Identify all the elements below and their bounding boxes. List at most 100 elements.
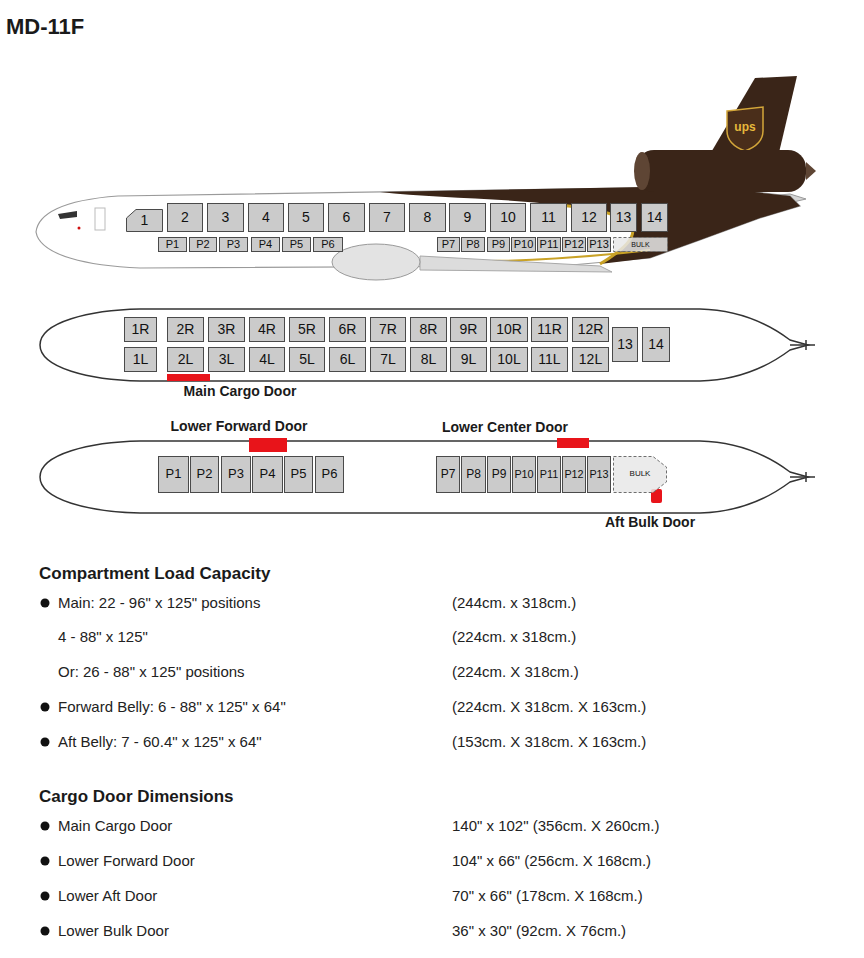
position-label: 2L	[178, 352, 194, 367]
position-label: 1R	[132, 322, 150, 337]
position-label: 1	[141, 213, 149, 228]
position-label: 5	[302, 210, 310, 225]
position-label: 2R	[177, 322, 195, 337]
position-label: 10R	[496, 322, 522, 337]
position-label: BULK	[631, 241, 649, 249]
position-label: P4	[259, 238, 272, 250]
position-label: 2	[181, 210, 189, 225]
spec-text: Or: 26 - 88" x 125" positions	[58, 663, 245, 680]
cargo-position: P3	[221, 456, 251, 493]
position-label: P8	[466, 468, 481, 481]
position-label: P5	[290, 238, 303, 250]
position-label: 14	[648, 337, 664, 352]
position-label: P3	[228, 467, 244, 481]
cargo-position: 4R	[249, 317, 285, 342]
cargo-position: P1	[158, 456, 189, 493]
position-label: 5R	[298, 322, 316, 337]
tail-tick	[790, 340, 815, 350]
position-label: BULK	[630, 470, 651, 479]
position-label: 11	[541, 210, 556, 225]
cargo-position: 2R	[167, 317, 204, 342]
position-label: P13	[589, 469, 608, 481]
spec-text: Aft Belly: 7 - 60.4" x 125" x 64"	[58, 733, 262, 750]
position-label: P7	[441, 468, 456, 481]
spec-metric: 140" x 102" (356cm. X 260cm.)	[452, 817, 659, 834]
engine-intake	[634, 152, 650, 190]
cargo-position: P10	[512, 456, 536, 493]
page-title: MD-11F	[6, 14, 84, 40]
spec-metric: (224cm. x 318cm.)	[452, 628, 576, 645]
position-label: 8	[424, 210, 432, 225]
position-label: 7L	[380, 352, 396, 367]
cargo-position: 7R	[370, 317, 406, 342]
cargo-position: P2	[190, 456, 219, 493]
position-label: 14	[647, 210, 663, 225]
cargo-position: P8	[461, 237, 485, 252]
position-label: 5L	[299, 352, 315, 367]
cargo-position: P4	[251, 237, 280, 252]
position-label: 4R	[258, 322, 276, 337]
cargo-position: 4L	[249, 347, 285, 372]
position-label: 8L	[421, 352, 437, 367]
nose-light	[78, 227, 81, 230]
section-heading: Compartment Load Capacity	[39, 564, 270, 584]
cargo-position: 6R	[329, 317, 366, 342]
cargo-position: 12	[571, 203, 607, 232]
cargo-position: 6L	[329, 347, 366, 372]
cargo-position: P6	[313, 237, 343, 252]
position-label: 9	[464, 210, 472, 225]
spec-metric: 36" x 30" (92cm. X 76cm.)	[452, 922, 626, 939]
cargo-position: P7	[436, 456, 460, 493]
cargo-position: 14	[642, 327, 670, 362]
position-label: 10L	[497, 352, 520, 367]
cargo-position: 3	[207, 203, 244, 232]
bullet	[41, 703, 50, 712]
cargo-position: 12R	[572, 317, 609, 342]
cargo-position: 7L	[370, 347, 406, 372]
position-label: P1	[166, 467, 182, 481]
cargo-position: 14	[641, 203, 668, 232]
cargo-position: 5L	[289, 347, 325, 372]
cargo-position: 10	[490, 203, 526, 232]
cargo-position: 11R	[531, 317, 568, 342]
cargo-position: 5	[288, 203, 324, 232]
cargo-position: P13	[587, 237, 611, 252]
position-label: P6	[322, 467, 338, 481]
position-label: 6	[343, 210, 351, 225]
logo-text: ups	[734, 121, 755, 135]
cargo-position: BULK	[613, 237, 668, 252]
cargo-position: 5R	[289, 317, 325, 342]
cargo-position: 10R	[490, 317, 528, 342]
cargo-position: 11	[530, 203, 567, 232]
spec-metric: (224cm. X 318cm.)	[452, 663, 579, 680]
position-label: 3	[222, 210, 230, 225]
cargo-position: P12	[562, 237, 586, 252]
position-label: 7R	[379, 322, 397, 337]
spec-metric: (153cm. X 318cm. X 163cm.)	[452, 733, 646, 750]
cargo-position: 4	[248, 203, 284, 232]
cargo-position: 3R	[208, 317, 245, 342]
position-label: 4	[262, 210, 270, 225]
livery-band	[380, 186, 800, 264]
cargo-position: 1	[126, 209, 163, 232]
position-label: P10	[514, 238, 534, 250]
spec-text: Lower Aft Door	[58, 887, 157, 904]
position-label: P4	[260, 467, 276, 481]
position-label: P12	[564, 469, 583, 481]
position-outline	[614, 238, 668, 252]
door-label: Lower Forward Door	[171, 418, 308, 434]
cargo-position: 7	[369, 203, 405, 232]
position-label: 1L	[133, 352, 149, 367]
cargo-position: P7	[437, 237, 460, 252]
tail-engine	[636, 150, 806, 192]
position-label: P11	[540, 469, 558, 481]
wing-engine	[332, 244, 420, 280]
position-label: 7	[383, 210, 391, 225]
door-marker	[167, 374, 210, 381]
cargo-position: P12	[562, 456, 586, 493]
position-label: 6L	[340, 352, 356, 367]
spec-text: Main Cargo Door	[58, 817, 172, 834]
position-label: P8	[466, 238, 479, 250]
cargo-position: P11	[537, 456, 561, 493]
